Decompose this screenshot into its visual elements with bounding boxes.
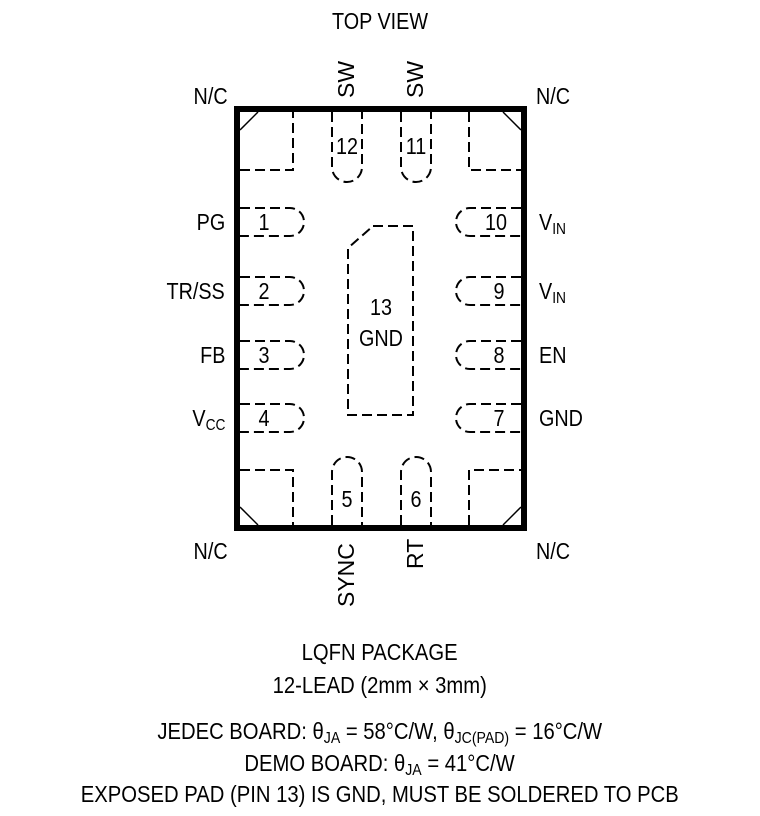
thermal-jedec: JEDEC BOARD: θJA = 58°C/W, θJC(PAD) = 16… [157, 718, 603, 747]
pin-6-name: RT [402, 538, 428, 569]
pin-4-name: VCC [191, 405, 225, 434]
pin-7-number: 7 [493, 405, 505, 431]
corner-pad-top-left [240, 112, 294, 171]
pin-2-pad [240, 276, 305, 306]
pad-13-number: 13 [369, 294, 393, 320]
chamfer-br [502, 506, 522, 526]
pin-12-pad [331, 112, 363, 183]
pin-9-number: 9 [493, 278, 505, 304]
pin-1-name: PG [196, 209, 225, 235]
package-body [234, 106, 527, 531]
corner-nc-top-right: N/C [536, 83, 571, 109]
pin-9-name: VIN [539, 278, 566, 307]
pin-6-number: 6 [410, 486, 422, 512]
corner-nc-top-left: N/C [193, 83, 228, 109]
pin-4-number: 4 [258, 405, 270, 431]
pin-11-name: SW [402, 60, 428, 98]
pin-10-number: 10 [484, 209, 508, 235]
chamfer-tr [502, 111, 522, 131]
pin-1-number: 1 [258, 209, 270, 235]
pin-12-name: SW [333, 60, 359, 98]
pin-7-pad [455, 403, 521, 433]
pin-1-pad [240, 207, 305, 237]
pin-8-name: EN [539, 342, 567, 368]
pin-8-number: 8 [493, 342, 505, 368]
pin-11-pad [400, 112, 432, 183]
pin-3-name: FB [199, 342, 225, 368]
exposed-pad-note: EXPOSED PAD (PIN 13) IS GND, MUST BE SOL… [81, 781, 679, 807]
package-name: LQFN PACKAGE [302, 639, 458, 665]
pin-2-name: TR/SS [166, 278, 225, 304]
pin-12-number: 12 [335, 133, 359, 159]
pin-10-name: VIN [539, 209, 566, 238]
pin-11-number: 11 [405, 133, 427, 159]
chamfer-bl [239, 506, 259, 526]
corner-pad-bottom-left [240, 469, 294, 525]
corner-pad-top-right [468, 112, 521, 171]
package-lead-count: 12-LEAD (2mm × 3mm) [272, 672, 488, 698]
pin-6-pad [400, 456, 432, 525]
pin-3-number: 3 [258, 342, 270, 368]
chamfer-tl [239, 111, 259, 131]
view-title: TOP VIEW [332, 8, 428, 34]
pad-13-name: GND [359, 325, 403, 351]
pin-5-name: SYNC [333, 543, 359, 607]
pin-8-pad [455, 340, 521, 370]
exposed-pad-13 [347, 225, 414, 416]
pin-7-name: GND [539, 405, 583, 431]
pin-4-pad [240, 403, 305, 433]
corner-pad-bottom-right [468, 469, 521, 525]
thermal-demo: DEMO BOARD: θJA = 41°C/W [244, 750, 516, 779]
corner-nc-bottom-left: N/C [193, 538, 228, 564]
pin-10-pad [455, 207, 521, 237]
pin-3-pad [240, 340, 305, 370]
pin-5-number: 5 [341, 486, 353, 512]
pin-5-pad [331, 456, 363, 525]
corner-nc-bottom-right: N/C [536, 538, 571, 564]
pin-2-number: 2 [258, 278, 270, 304]
pin-9-pad [455, 276, 521, 306]
